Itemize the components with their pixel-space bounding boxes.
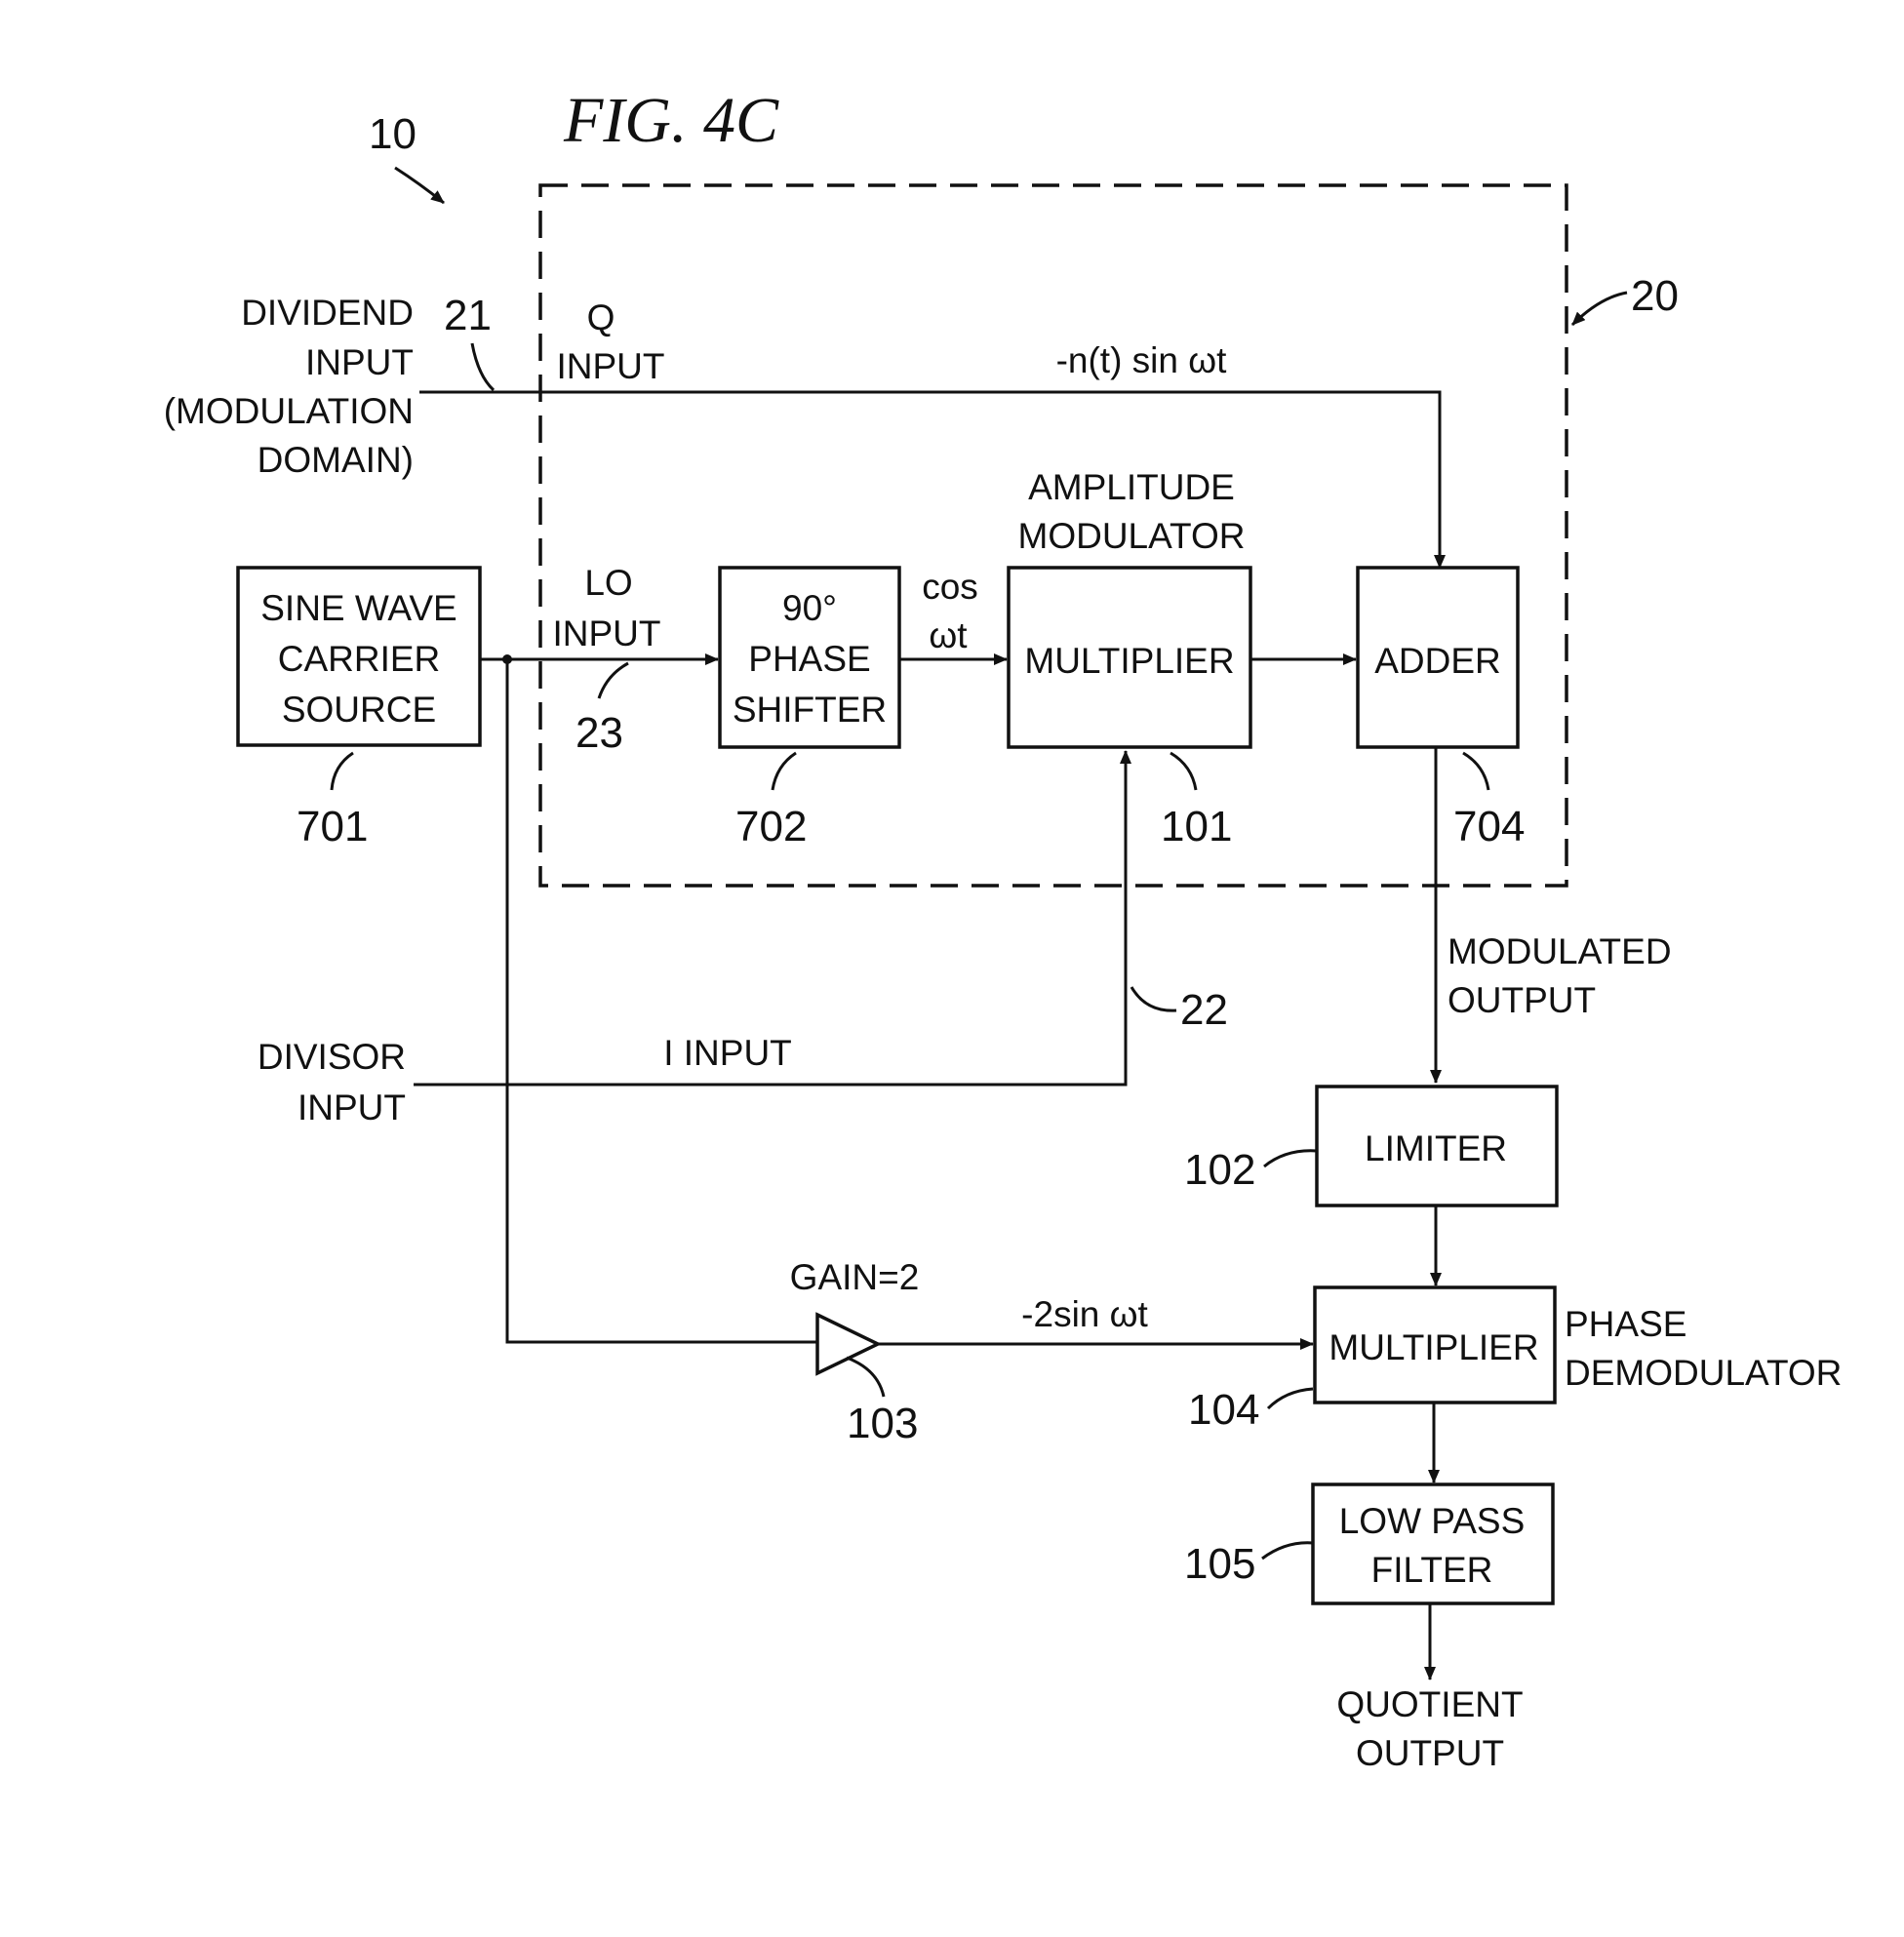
lpf-label-1: LOW PASS [1339, 1501, 1526, 1541]
cos-label-2: ωt [929, 615, 968, 655]
am-title-1: AMPLITUDE [1028, 467, 1235, 507]
ref-701: 701 [297, 803, 368, 850]
quotient-output-label-2: OUTPUT [1356, 1733, 1504, 1773]
i-input-label: I INPUT [663, 1033, 792, 1073]
am-multiplier-label: MULTIPLIER [1024, 641, 1234, 681]
ref-704-leader [1463, 753, 1488, 790]
dividend-input-label-3: (MODULATION [164, 391, 414, 431]
ref-20-arrow [1572, 293, 1627, 325]
q-input-label-2: INPUT [557, 346, 665, 386]
dividend-wire [419, 392, 1440, 568]
lpf-label-2: FILTER [1371, 1550, 1493, 1590]
ref-21: 21 [444, 292, 492, 339]
adder-label: ADDER [1374, 641, 1501, 681]
ref-104-leader [1268, 1389, 1313, 1408]
ref-20: 20 [1631, 272, 1679, 320]
phase-demod-label-2: DEMODULATOR [1565, 1353, 1842, 1393]
ref-10-arrow [395, 168, 444, 203]
dividend-input-label-1: DIVIDEND [241, 293, 414, 333]
cos-label-1: cos [922, 567, 978, 607]
phase-shifter-label-3: SHIFTER [733, 690, 887, 730]
ref-10: 10 [369, 110, 416, 158]
modulated-output-label-1: MODULATED [1448, 931, 1672, 971]
ref-105-leader [1262, 1543, 1313, 1559]
limiter-label: LIMITER [1365, 1128, 1507, 1168]
ref-22-leader [1131, 987, 1176, 1010]
gain-signal-label: -2sin ωt [1021, 1294, 1148, 1334]
ref-702-leader [773, 753, 796, 790]
phase-demod-label-1: PHASE [1565, 1304, 1686, 1344]
ref-103: 103 [847, 1400, 918, 1447]
q-signal-label: -n(t) sin ωt [1056, 340, 1228, 380]
ref-105: 105 [1184, 1540, 1255, 1588]
ref-104: 104 [1188, 1386, 1259, 1434]
phase-shifter-label-1: 90° [782, 588, 837, 628]
dividend-input-label-4: DOMAIN) [258, 440, 414, 480]
ref-101-leader [1170, 753, 1196, 790]
ref-702: 702 [735, 803, 807, 850]
ref-102: 102 [1184, 1146, 1255, 1194]
carrier-branch-wire [507, 659, 817, 1342]
divisor-input-label-1: DIVISOR [258, 1037, 406, 1077]
divisor-input-label-2: INPUT [298, 1087, 406, 1127]
gain-amplifier [817, 1315, 878, 1373]
ref-101: 101 [1161, 803, 1232, 850]
am-title-2: MODULATOR [1018, 516, 1246, 556]
figure-title: FIG. 4C [563, 85, 779, 156]
quotient-output-label-1: QUOTIENT [1336, 1684, 1523, 1724]
dividend-input-label-2: INPUT [305, 342, 414, 382]
lo-input-label-1: LO [584, 563, 632, 603]
ref-23-leader [599, 663, 628, 698]
modulated-output-label-2: OUTPUT [1448, 980, 1596, 1020]
carrier-label-1: SINE WAVE [260, 588, 456, 628]
carrier-label-3: SOURCE [282, 690, 436, 730]
ref-103-leader [847, 1358, 884, 1397]
phase-shifter-label-2: PHASE [748, 639, 870, 679]
ref-701-leader [332, 753, 353, 790]
demod-multiplier-label: MULTIPLIER [1329, 1327, 1538, 1367]
ref-704: 704 [1453, 803, 1525, 850]
q-input-label-1: Q [587, 297, 615, 337]
ref-102-leader [1264, 1151, 1317, 1166]
lo-input-label-2: INPUT [553, 613, 661, 653]
gain-label: GAIN=2 [790, 1257, 920, 1297]
ref-21-leader [472, 343, 494, 390]
ref-22: 22 [1180, 986, 1228, 1034]
ref-23: 23 [575, 709, 623, 757]
carrier-label-2: CARRIER [278, 639, 441, 679]
